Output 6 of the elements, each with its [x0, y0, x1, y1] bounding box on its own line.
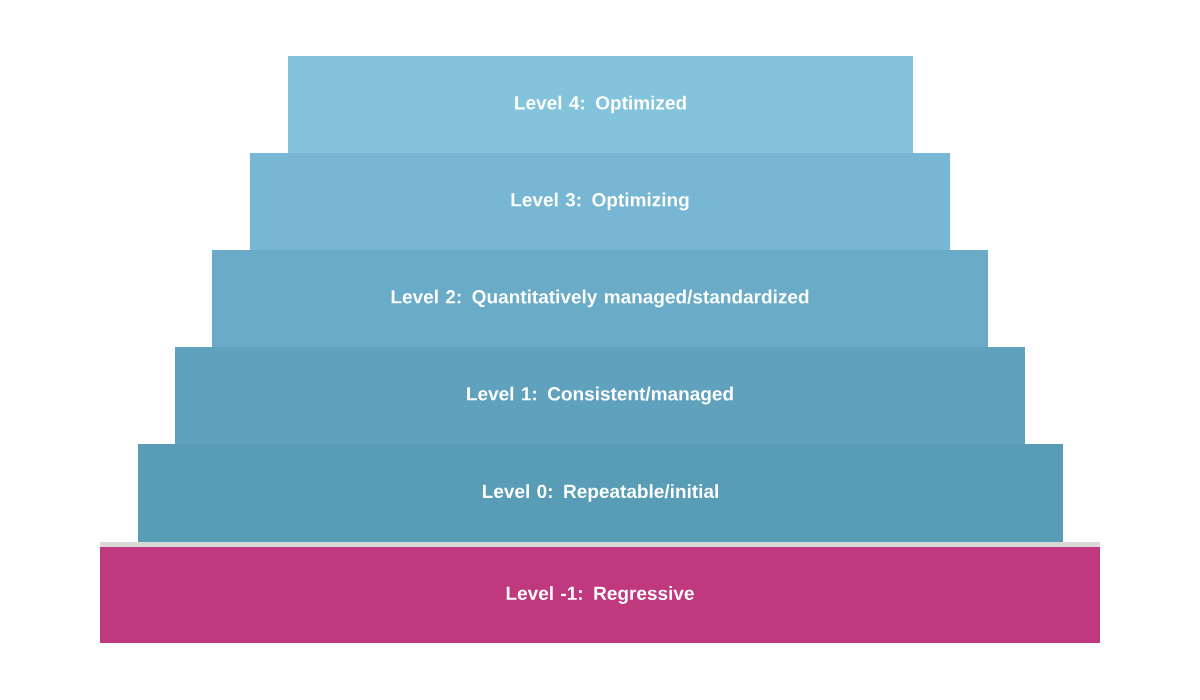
level-step: Level 1: Consistent/managed	[175, 347, 1025, 444]
level-step: Level 4: Optimized	[288, 56, 913, 153]
level-step: Level 3: Optimizing	[250, 153, 950, 250]
level-step: Level 0: Repeatable/initial	[138, 444, 1063, 542]
level-step: Level -1: Regressive	[100, 547, 1100, 643]
level-step: Level 2: Quantitatively managed/standardized	[212, 250, 988, 347]
